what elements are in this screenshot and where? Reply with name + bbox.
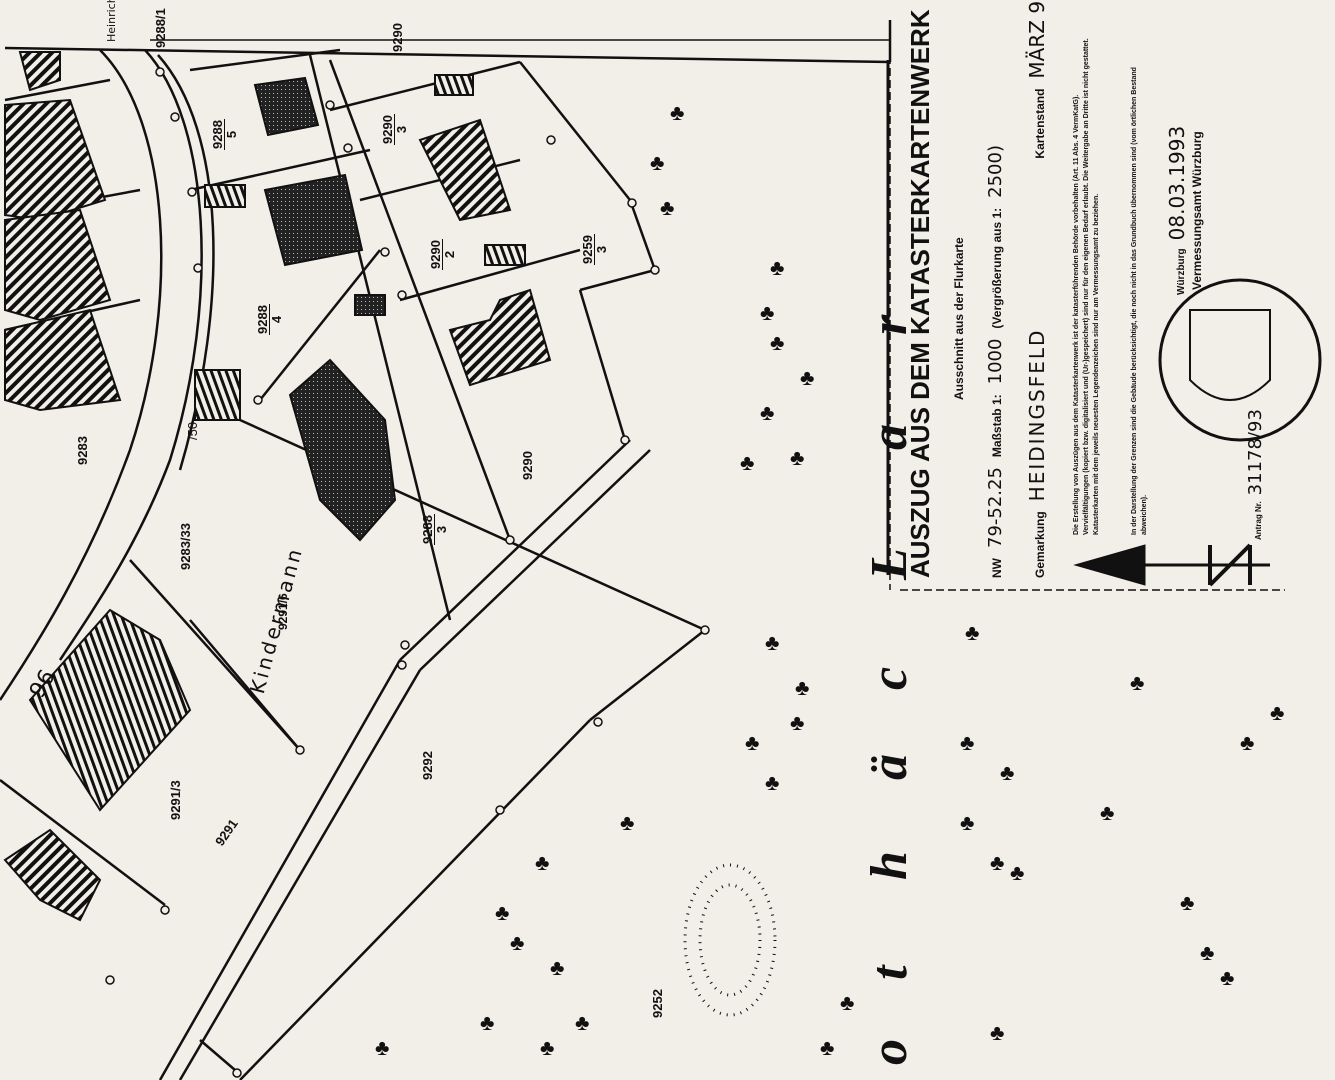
parcel-label-150: /50: [185, 421, 200, 440]
parcel-label-9290: 9290: [520, 451, 535, 480]
field-name-letter: ä: [861, 754, 918, 780]
svg-text:♣: ♣: [770, 330, 784, 355]
svg-text:♣: ♣: [840, 990, 854, 1015]
issue-date-line: Würzburg 08.03.1993: [1165, 125, 1189, 295]
svg-text:♣: ♣: [1200, 940, 1214, 965]
document-title: AUSZUG AUS DEM KATASTERKARTENWERK: [905, 9, 935, 578]
svg-text:♣: ♣: [990, 1020, 1004, 1045]
buildings: [3, 51, 552, 922]
svg-text:♣: ♣: [790, 710, 804, 735]
svg-text:♣: ♣: [760, 400, 774, 425]
svg-text:♣: ♣: [650, 150, 664, 175]
official-stamp: [1158, 278, 1322, 442]
svg-text:♣: ♣: [495, 900, 509, 925]
sheet-number: 79-52.25: [985, 467, 1006, 548]
parcel-label-9292: 9292: [420, 751, 435, 780]
legal-notice-1: Die Erstellung von Auszügen aus dem Kata…: [1073, 38, 1100, 535]
svg-text:♣: ♣: [1270, 700, 1284, 725]
svg-text:♣: ♣: [1010, 860, 1024, 885]
issuing-office: Vermessungsamt Würzburg: [1190, 131, 1204, 290]
street-note: Heinrich-...uner-: [105, 0, 118, 42]
svg-text:♣: ♣: [480, 1010, 494, 1035]
field-name-letter: t: [861, 965, 918, 980]
parcel-label-9283-33: 9283/33: [178, 523, 193, 570]
svg-text:♣: ♣: [550, 955, 564, 980]
svg-text:♣: ♣: [510, 930, 524, 955]
map-status-value: MÄRZ 93: [1025, 0, 1049, 79]
dotted-area: [683, 863, 777, 1017]
svg-text:♣: ♣: [540, 1035, 554, 1060]
svg-text:♣: ♣: [960, 730, 974, 755]
svg-text:♣: ♣: [790, 445, 804, 470]
svg-text:♣: ♣: [820, 1035, 834, 1060]
svg-text:♣: ♣: [1100, 800, 1114, 825]
field-name-letter: o: [861, 1039, 918, 1065]
svg-text:♣: ♣: [375, 1035, 389, 1060]
svg-text:♣: ♣: [795, 675, 809, 700]
reference-number: Antrag Nr. 31178/93: [1245, 409, 1266, 540]
svg-text:♣: ♣: [535, 850, 549, 875]
sheet-scale-line: NW 79-52.25 Maßstab 1: 1000 (Vergrößerun…: [985, 145, 1006, 578]
boundary-markers: [105, 67, 710, 1078]
parcel-label-9288-top: 9288/1: [153, 8, 168, 48]
svg-text:♣: ♣: [760, 300, 774, 325]
vegetation-symbols: ♣♣ ♣♣ ♣♣ ♣♣ ♣♣ ♣♣ ♣♣ ♣♣ ♣♣ ♣♣ ♣♣ ♣♣ ♣♣ ♣…: [375, 100, 1284, 1060]
svg-text:♣: ♣: [745, 730, 759, 755]
district-line: Gemarkung HEIDINGSFELD Kartenstand MÄRZ …: [1025, 0, 1049, 578]
svg-text:♣: ♣: [800, 365, 814, 390]
parcel-label-9283: 9283: [75, 436, 90, 465]
field-name-letter: h: [861, 851, 918, 880]
svg-text:♣: ♣: [1220, 965, 1234, 990]
scale-value: 1000: [985, 338, 1006, 385]
parcel-boundaries: [0, 20, 892, 1080]
north-arrow-icon: [1073, 543, 1270, 587]
svg-text:♣: ♣: [770, 255, 784, 280]
district-value: HEIDINGSFELD: [1025, 328, 1049, 502]
parcel-label-9290-top: 9290: [390, 23, 405, 52]
svg-text:♣: ♣: [960, 810, 974, 835]
svg-text:♣: ♣: [575, 1010, 589, 1035]
svg-text:♣: ♣: [1130, 670, 1144, 695]
document-subtitle: Ausschnitt aus der Flurkarte: [952, 237, 966, 400]
legal-notice-2: In der Darstellung der Grenzen sind die …: [1131, 67, 1148, 535]
parcel-label-9252: 9252: [650, 989, 665, 1018]
svg-text:♣: ♣: [670, 100, 684, 125]
svg-text:♣: ♣: [1180, 890, 1194, 915]
field-name-letter: c: [861, 666, 918, 690]
svg-text:♣: ♣: [1240, 730, 1254, 755]
svg-text:♣: ♣: [965, 620, 979, 645]
parcel-label-9291-3: 9291/3: [168, 780, 183, 820]
svg-text:♣: ♣: [765, 770, 779, 795]
svg-text:♣: ♣: [740, 450, 754, 475]
svg-text:♣: ♣: [765, 630, 779, 655]
svg-text:♣: ♣: [990, 850, 1004, 875]
cartouche-frame: [886, 20, 1285, 591]
issue-date: 08.03.1993: [1165, 125, 1189, 241]
svg-text:♣: ♣: [660, 195, 674, 220]
svg-text:♣: ♣: [1000, 760, 1014, 785]
svg-text:♣: ♣: [620, 810, 634, 835]
